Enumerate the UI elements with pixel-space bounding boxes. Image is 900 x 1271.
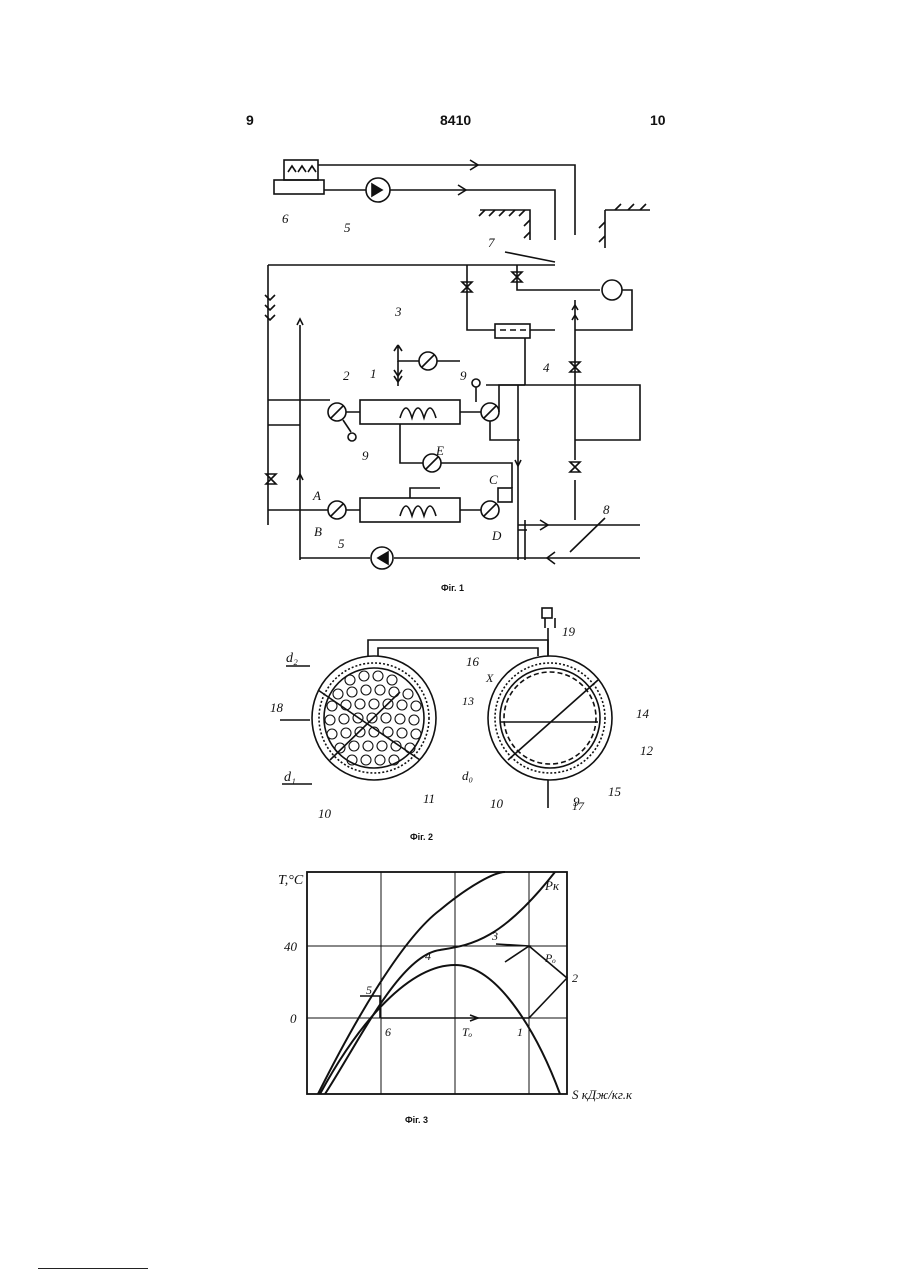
curve-label-pk: Pк — [544, 878, 560, 893]
fig1-label: 7 — [488, 235, 495, 250]
fig1-label: 6 — [282, 211, 289, 226]
fig2-label: 11 — [423, 791, 435, 806]
fig2-label: d₂ — [286, 651, 298, 666]
fig1-label: 5 — [338, 536, 345, 551]
fig2-label: 18 — [270, 700, 284, 715]
state-point-label: 5 — [366, 983, 372, 997]
fig1-label: 2 — [343, 368, 350, 383]
fig1-label: 3 — [394, 304, 402, 319]
state-point-label: 1 — [517, 1025, 523, 1039]
fig1-label: 9 — [362, 448, 369, 463]
fig1-label: E — [435, 443, 444, 458]
fig1-label: 1 — [370, 366, 377, 381]
fig1-label: 4 — [543, 360, 550, 375]
fig2-label: 19 — [562, 624, 576, 639]
fig2-label: 10 — [490, 796, 504, 811]
fig1-label: C — [489, 472, 498, 487]
fig2-label: 14 — [636, 706, 650, 721]
curve-label-po: Pₒ — [544, 951, 556, 965]
y-axis-label: T,°C — [278, 873, 304, 888]
fig1-label: 8 — [603, 502, 610, 517]
fig2-label: 13 — [462, 694, 474, 708]
fig2-label: d₀ — [462, 768, 473, 783]
state-point-label: 4 — [425, 949, 431, 963]
fig2-label: X — [485, 671, 494, 685]
fig2-label: d₁ — [284, 770, 296, 785]
fig2-label: 12 — [640, 743, 654, 758]
fig2-label: 15 — [608, 784, 622, 799]
state-point-label: 6 — [385, 1025, 391, 1039]
fig2-label: 17 — [572, 799, 585, 813]
fig1-caption: Фіг. 1 — [441, 583, 464, 593]
fig1-label: B — [314, 524, 322, 539]
fig1-schematic — [265, 160, 650, 569]
fig1-label: 5 — [344, 220, 351, 235]
y-tick-label: 40 — [284, 939, 298, 954]
curve-label-to: Tₒ — [462, 1025, 473, 1039]
fig3-ts-diagram — [307, 872, 567, 1094]
fig2-label: 16 — [466, 654, 480, 669]
fig1-label: D — [491, 528, 502, 543]
footer-rule — [38, 1268, 148, 1269]
fig1-label: 9 — [460, 368, 467, 383]
fig2-label: 10 — [318, 806, 332, 821]
fig2-caption: Фіг. 2 — [410, 832, 433, 842]
state-point-label: 2 — [572, 971, 578, 985]
fig1-label: A — [312, 488, 321, 503]
state-point-label: 3 — [491, 929, 498, 943]
y-tick-label: 0 — [290, 1011, 297, 1026]
x-axis-label: S кДж/кг.к — [572, 1087, 633, 1102]
fig3-caption: Фіг. 3 — [405, 1115, 428, 1125]
